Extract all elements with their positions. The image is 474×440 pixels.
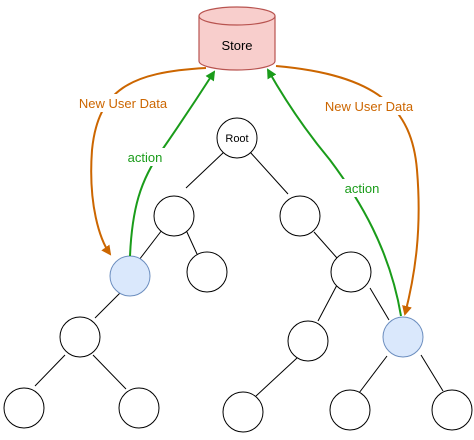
tree-node-connected-right[interactable] <box>382 316 424 358</box>
root-label: Root <box>225 133 248 145</box>
tree-node[interactable] <box>153 195 195 237</box>
edge-l1-l2b <box>185 229 198 255</box>
right-data-arrow <box>275 65 420 316</box>
edge-root-right <box>249 151 289 195</box>
tree-node[interactable] <box>279 195 321 237</box>
left-action-label: action <box>128 150 163 165</box>
left-data-arrow <box>90 67 207 256</box>
tree-node-root[interactable] <box>216 117 258 159</box>
edge-l2a-l3 <box>94 292 121 319</box>
edge-r2-r3a <box>317 284 338 322</box>
edge-r2-r3b <box>369 287 390 321</box>
right-data-label: New User Data <box>325 99 414 114</box>
right-action-label: action <box>345 181 380 196</box>
tree-node[interactable] <box>59 316 101 358</box>
edge-l3-l4a <box>34 354 66 387</box>
tree-node[interactable] <box>431 389 473 431</box>
left-data-label-bg <box>72 94 174 112</box>
edge-r3b-r4b <box>420 354 444 392</box>
right-data-label-bg <box>318 97 420 115</box>
tree-node[interactable] <box>222 391 264 433</box>
edge-l3-l4b <box>92 354 127 390</box>
tree-node-connected-left[interactable] <box>109 255 151 297</box>
edge-l1-l2a <box>138 229 163 261</box>
store-label: Store <box>221 38 252 53</box>
edge-r3b-r4a <box>358 355 388 394</box>
left-data-label: New User Data <box>79 96 168 111</box>
tree-node[interactable] <box>330 251 372 293</box>
edge-r1-r2 <box>313 231 338 259</box>
left-action-label-bg <box>121 148 169 166</box>
right-action-arrow <box>267 68 402 317</box>
tree-node[interactable] <box>3 387 45 429</box>
store-cylinder[interactable]: Store <box>198 6 276 71</box>
tree-node[interactable] <box>329 389 371 431</box>
tree-nodes <box>3 117 473 433</box>
tree-edges <box>34 151 444 397</box>
store-top <box>198 6 276 26</box>
tree-node[interactable] <box>118 387 160 429</box>
store-body <box>198 16 276 71</box>
edge-root-left <box>185 151 225 189</box>
right-action-label-bg <box>338 179 386 197</box>
edge-r3a-r4 <box>255 357 298 397</box>
tree-node[interactable] <box>287 320 329 362</box>
tree-node[interactable] <box>186 251 228 293</box>
